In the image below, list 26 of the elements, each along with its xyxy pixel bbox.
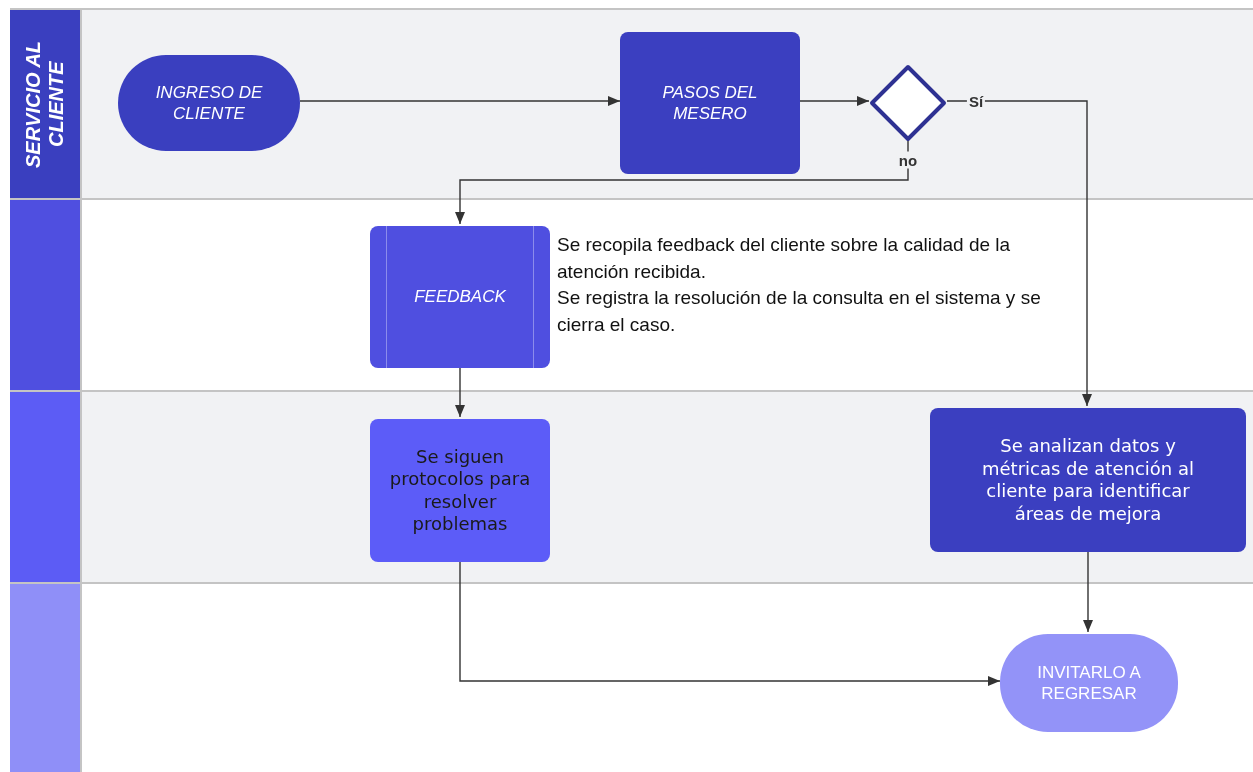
node-label: Se siguen protocolos para resolver problemas	[388, 445, 532, 536]
subprocess-box	[370, 226, 550, 368]
annotation-text: Se registra la resolución de la consulta en el sistema y se cierra el caso.	[557, 286, 1042, 337]
arrow	[455, 365, 465, 418]
arrow	[459, 559, 1001, 686]
process-box	[620, 32, 800, 174]
node-label: PASOS DEL MESERO	[661, 81, 759, 125]
arrow	[1083, 549, 1093, 633]
arrow	[946, 100, 1092, 407]
process-box	[930, 408, 1246, 552]
process-box	[370, 419, 550, 562]
arrow	[299, 96, 621, 106]
annotation-text: Se recopila feedback del cliente sobre la calidad de la atención recibida.	[557, 233, 1012, 284]
arrow	[799, 96, 870, 106]
decision-diamond	[869, 64, 947, 142]
swimlane	[10, 582, 1253, 772]
node-label: INGRESO DE CLIENTE	[154, 81, 264, 125]
lane-title: SERVICIO AL CLIENTE	[22, 39, 68, 170]
swimlane	[10, 390, 1253, 582]
node-label: INVITARLO A REGRESAR	[1036, 661, 1142, 705]
node-label: FEEDBACK	[414, 286, 506, 308]
node-label: Se analizan datos y métricas de atención al cliente para identificar áreas de mejora	[981, 435, 1195, 525]
swimlane	[10, 8, 1253, 198]
edge-label: no	[896, 151, 920, 169]
swimlane	[10, 198, 1253, 390]
arrow	[455, 139, 909, 225]
